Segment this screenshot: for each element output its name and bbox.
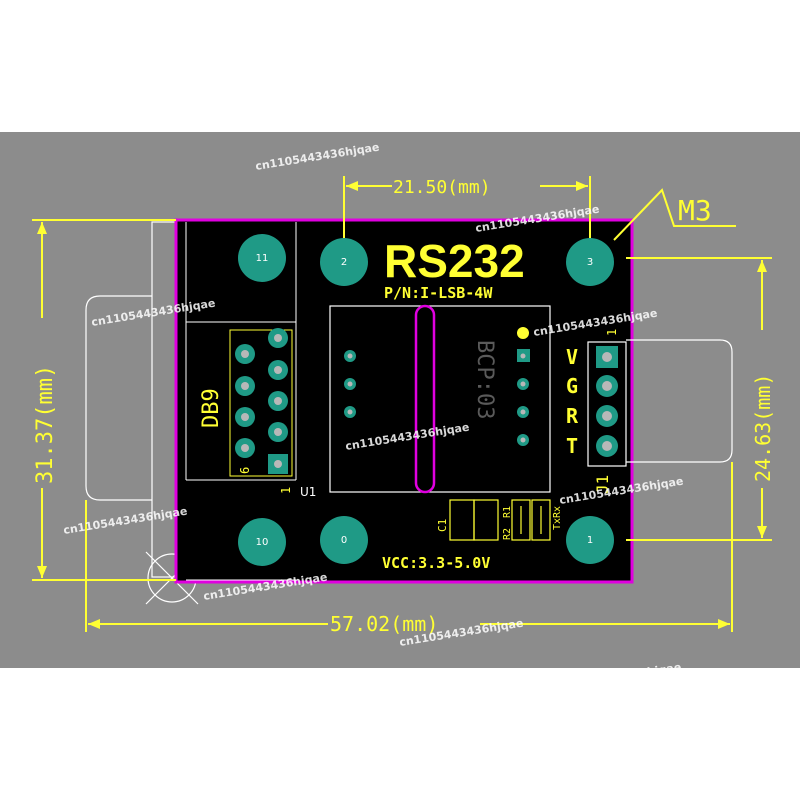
dim-left-height — [32, 219, 176, 581]
dim-left-height-label: 31.37(mm) — [33, 365, 58, 484]
dim-top-width-label: 21.50(mm) — [393, 177, 491, 198]
db9-pin6-label: 6 — [238, 467, 252, 474]
dim-total-width — [85, 462, 733, 632]
m3-label: M3 — [678, 194, 712, 227]
part-number: P/N:I-LSB-4W — [384, 284, 493, 302]
header-label-g: G — [566, 374, 578, 398]
dim-top-width — [343, 176, 591, 238]
db9-pins — [235, 328, 288, 474]
mount-hole-11: 11 — [256, 253, 269, 264]
r1-label: R1 — [502, 506, 513, 518]
r2-label: R2 — [502, 528, 513, 540]
header-label-t: T — [566, 434, 578, 458]
db9-footprint — [185, 222, 297, 581]
mount-hole-3: 3 — [587, 257, 593, 268]
m3-leader — [613, 188, 736, 241]
c1-label: C1 — [436, 519, 449, 532]
watermark: cn1105443436hjqae — [78, 67, 204, 99]
mount-hole-10: 10 — [256, 537, 269, 548]
u1-label: U1 — [300, 485, 316, 499]
chip-marking: BCP:03 — [472, 340, 497, 419]
header-label-r: R — [566, 404, 579, 428]
j1-shell-outline — [626, 339, 733, 463]
u1-pads — [344, 327, 530, 446]
j1-outline — [587, 341, 627, 467]
dim-right-height-label: 24.63(mm) — [751, 374, 775, 482]
watermark: cn1105443436hjqae — [558, 81, 684, 113]
j1-label: J1 — [593, 475, 612, 494]
mount-hole-1: 1 — [587, 535, 593, 546]
txrx-label: TxRx — [552, 506, 563, 530]
mount-holes — [238, 234, 614, 566]
smd-components — [449, 499, 551, 541]
supply-voltage: VCC:3.3-5.0V — [382, 554, 490, 572]
u1-outline — [329, 305, 551, 493]
db9-pin1-label: 1 — [279, 487, 293, 494]
board-title: RS232 — [384, 235, 525, 287]
db9-label: DB9 — [199, 388, 224, 428]
mount-hole-0: 0 — [341, 535, 347, 546]
j1-pins — [596, 346, 618, 457]
header-label-v: V — [566, 345, 578, 369]
j1-pin1-label: 1 — [605, 329, 619, 336]
mount-hole-2: 2 — [341, 257, 347, 268]
watermark: cn1105443436hjqae — [90, 687, 216, 719]
dim-right-height — [626, 257, 772, 541]
dim-total-width-label: 57.02(mm) — [330, 612, 438, 636]
u1-chip-body — [414, 304, 436, 494]
